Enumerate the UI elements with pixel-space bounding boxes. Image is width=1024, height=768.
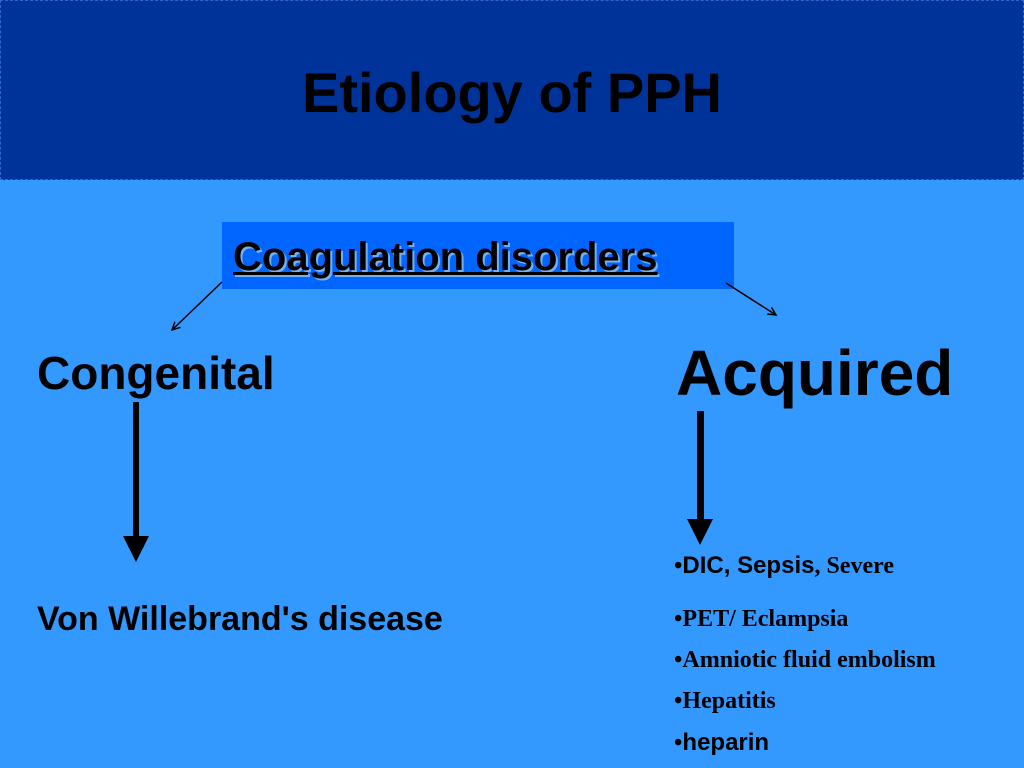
acquired-list-item: •PET/ Eclampsia [674,606,848,633]
center-label: Coagulation disorders [233,235,658,279]
item-text: DIC, Sepsis [682,552,815,579]
acquired-list-item: •Hepatitis [674,688,776,715]
bullet: • [674,647,683,673]
left-branch-arrow [172,281,223,330]
right-branch-arrow [725,282,776,315]
acquired-down-arrow [687,411,713,545]
congenital-heading: Congenital [37,347,275,399]
acquired-list-item: •Amniotic fluid embolism [674,647,936,674]
item-text: Amniotic fluid embolism [682,647,936,673]
item-text: PET/ Eclampsia [682,606,849,632]
center-label-box [222,222,734,289]
acquired-list-item: •heparin [674,729,769,757]
bullet: • [674,606,683,632]
bullet: • [674,688,683,714]
item-text-suffix: , Severe [814,553,894,579]
item-text: Hepatitis [682,688,776,714]
acquired-list-item: •DIC, Sepsis, Severe [674,552,894,580]
title-bar [0,0,1024,180]
slide-title: Etiology of PPH [302,61,722,124]
congenital-down-arrow [123,402,149,562]
item-text: heparin [682,729,770,756]
acquired-heading: Acquired [676,337,954,409]
bullet: • [674,553,683,579]
bullet: • [674,730,683,756]
congenital-item: Von Willebrand's disease [37,600,443,638]
